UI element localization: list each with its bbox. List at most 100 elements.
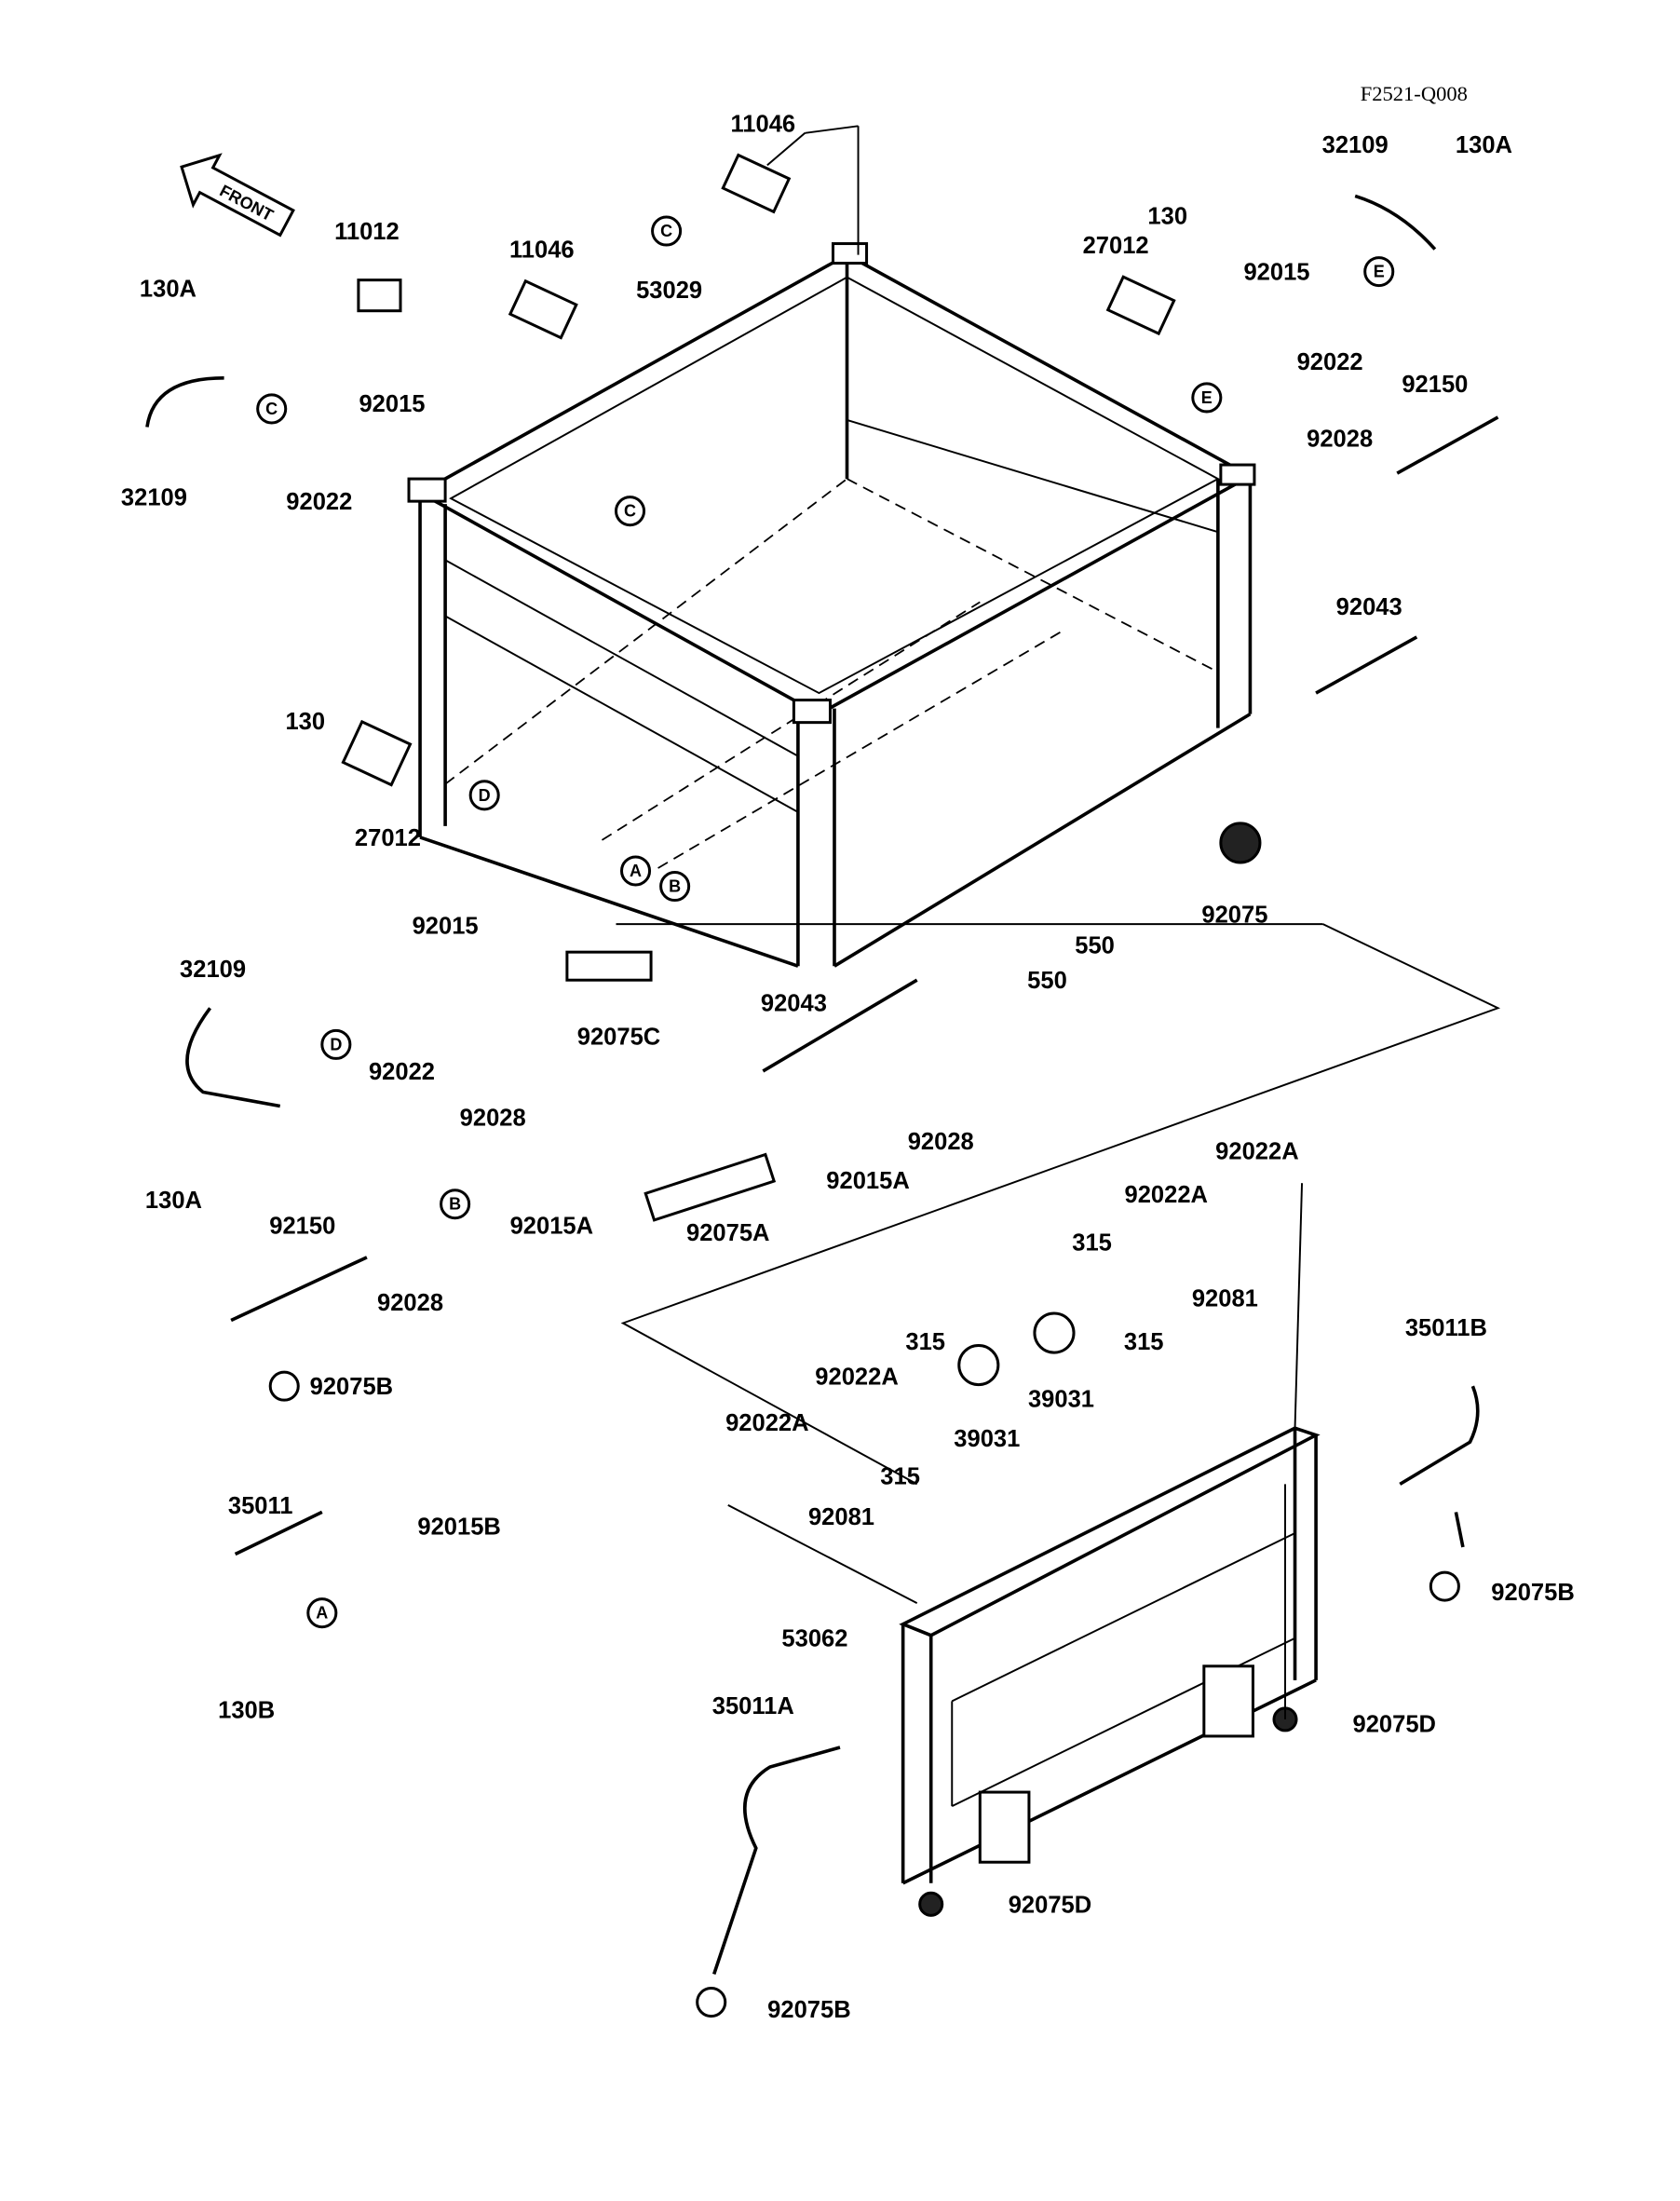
ref-circle: A [620, 855, 652, 887]
part-label: 92075D [1353, 1711, 1437, 1737]
part-label: 130A [140, 277, 196, 303]
part-label: 92028 [1307, 427, 1373, 453]
part-label: 315 [1124, 1329, 1164, 1355]
plate-92075C [565, 950, 653, 982]
part-label: 130A [145, 1188, 202, 1214]
plate-27012 [341, 719, 413, 787]
spacer-39031 [1033, 1311, 1076, 1354]
ref-circle: C [256, 393, 288, 425]
latch-35011 [234, 1510, 323, 1556]
svg-text:A: A [316, 1604, 328, 1623]
part-label: 32109 [180, 957, 246, 983]
ref-circle: E [1363, 256, 1395, 288]
leader-lines [616, 125, 1501, 1719]
rod-35011B [1399, 1385, 1480, 1548]
svg-text:E: E [1201, 388, 1213, 407]
part-label: 92022 [369, 1059, 435, 1085]
pad-92075A [644, 1152, 777, 1222]
part-label: 92075C [577, 1024, 660, 1050]
svg-text:B: B [669, 877, 681, 896]
part-label: 92075A [686, 1220, 770, 1246]
svg-text:B: B [449, 1195, 461, 1214]
part-label: 92015B [417, 1514, 500, 1540]
parts [145, 153, 1499, 2018]
part-label: 32109 [121, 485, 187, 511]
svg-text:E: E [1374, 263, 1385, 281]
part-label: 92075B [767, 1997, 851, 2023]
ref-circle: C [651, 215, 683, 247]
bracket-11046 [721, 153, 792, 214]
part-label: 92022A [1124, 1182, 1208, 1208]
part-label: 92015 [413, 914, 479, 940]
spacer-39031 [957, 1344, 1000, 1387]
part-label: 92043 [761, 990, 827, 1016]
part-label: 53029 [636, 278, 702, 304]
part-label: 32109 [1322, 132, 1389, 158]
part-label: 11046 [731, 111, 796, 137]
reference-letters: C C C E E D A B D B A [256, 215, 1395, 1629]
ref-circle: D [320, 1028, 352, 1060]
bushing-92075 [1219, 822, 1262, 864]
handle-32109 [185, 1007, 281, 1108]
part-label: 92075B [1491, 1580, 1575, 1606]
part-label: 315 [1072, 1230, 1112, 1256]
svg-text:C: C [624, 502, 636, 521]
front-arrow-icon: FRONT [180, 153, 295, 238]
ref-circle: D [468, 780, 500, 811]
ref-circle: B [440, 1189, 471, 1220]
part-label: 92028 [377, 1290, 443, 1316]
part-label: 92015A [826, 1168, 910, 1194]
handle-32109 [1354, 194, 1437, 251]
diagram-code: F2521-Q008 [1361, 82, 1468, 105]
part-label: 39031 [954, 1426, 1020, 1452]
part-label: 92075B [310, 1374, 394, 1400]
pin-92043 [762, 978, 918, 1073]
svg-text:D: D [479, 786, 491, 805]
part-label: 35011 [228, 1493, 293, 1519]
part-label: 130B [218, 1697, 275, 1723]
svg-text:D: D [330, 1035, 342, 1053]
plate-27012 [1105, 275, 1176, 336]
part-label: 11046 [509, 238, 575, 264]
cargo-box-frame [407, 242, 1256, 968]
cap-11012 [357, 279, 402, 313]
foot-92075D [918, 1891, 944, 1917]
part-label: 550 [1027, 968, 1067, 994]
tailgate-frame [899, 1426, 1321, 1885]
svg-text:C: C [660, 222, 672, 240]
part-label: 27012 [1083, 233, 1149, 259]
part-label: 53062 [781, 1626, 847, 1652]
cap-92075B [268, 1370, 300, 1402]
part-label: 315 [905, 1329, 945, 1355]
pin-92043 [1315, 635, 1418, 695]
part-label: 130 [285, 709, 325, 735]
svg-text:A: A [630, 862, 642, 880]
part-label: 92081 [808, 1504, 874, 1530]
part-label: 92015 [359, 391, 425, 417]
part-label: 35011A [712, 1693, 794, 1719]
rod-35011A [712, 1746, 841, 1976]
part-label: 92081 [1192, 1285, 1258, 1311]
part-label: 92022A [725, 1410, 809, 1436]
bolt-92150 [1396, 415, 1499, 475]
part-label: 92022 [1297, 349, 1363, 375]
ref-circle: C [614, 496, 646, 527]
part-label: 11012 [334, 219, 400, 245]
ref-circle: B [659, 870, 691, 903]
ref-circle: A [306, 1597, 338, 1629]
part-label: 92150 [269, 1213, 335, 1239]
bolt-92150 [230, 1256, 368, 1323]
part-label: 39031 [1028, 1387, 1094, 1413]
cap-92075B [696, 1987, 727, 2018]
part-label: 130 [1147, 204, 1187, 230]
handle-32109 [145, 376, 224, 428]
svg-text:C: C [265, 400, 278, 418]
part-label: 130A [1456, 132, 1512, 158]
part-label: 92015 [1243, 260, 1309, 286]
part-label: 92022 [286, 489, 352, 515]
part-label: 92028 [908, 1129, 974, 1155]
bracket-11046 [508, 279, 578, 340]
cap-92075B [1429, 1570, 1460, 1602]
